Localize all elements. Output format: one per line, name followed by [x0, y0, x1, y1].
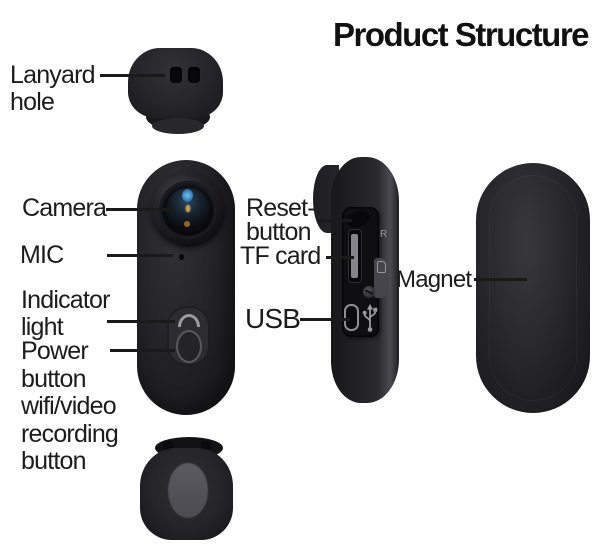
- leader-line-magnet: [474, 278, 527, 281]
- mic-label: MIC: [20, 241, 64, 269]
- back-view-body: [476, 163, 590, 413]
- usb-c-port: [344, 304, 359, 331]
- bottom-magnet-pad: [168, 463, 208, 518]
- label-line: button: [246, 218, 312, 246]
- label-line: recording: [21, 419, 119, 448]
- lanyard-hole-left: [170, 67, 182, 83]
- lens-center-glint: [186, 205, 190, 212]
- usb-label: USB: [245, 303, 301, 334]
- indicator-light-label: Indicator light: [21, 287, 110, 341]
- top-view-body: [128, 48, 223, 118]
- usb-trident-icon: [362, 303, 378, 332]
- page-title: Product Structure: [333, 16, 590, 53]
- lanyard-hole-label: Lanyard hole: [10, 61, 96, 116]
- lens-orange-glint: [184, 221, 190, 227]
- leader-line-indicator: [107, 320, 175, 323]
- leader-line-tf-card: [326, 256, 354, 259]
- label-line: Reset-: [246, 194, 316, 222]
- label-line: hole: [10, 88, 55, 116]
- reset-letter-marking: R: [380, 229, 388, 240]
- bottom-notch-left: [163, 441, 173, 450]
- sd-card-icon: [377, 261, 386, 273]
- bottom-notch-right: [201, 441, 211, 450]
- leader-line-mic: [107, 254, 173, 257]
- leader-line-camera: [106, 208, 173, 211]
- label-line: Lanyard: [10, 61, 96, 89]
- leader-line-usb: [300, 318, 350, 321]
- lens-blue-reflection: [182, 189, 193, 202]
- power-button: [176, 330, 202, 363]
- leader-line-power: [110, 349, 175, 352]
- label-line: button: [21, 447, 87, 475]
- label-line: Indicator: [21, 286, 110, 314]
- magnet-area: [489, 175, 577, 401]
- tf-card-inserted: [351, 234, 358, 278]
- mic-hole: [179, 254, 184, 260]
- tf-card-label: TF card: [240, 242, 321, 270]
- top-view-neck-lower: [152, 118, 204, 134]
- leader-line-reset: [318, 219, 352, 222]
- magnet-label: Magnet: [396, 266, 472, 293]
- label-line: button: [21, 364, 87, 393]
- camera-label: Camera: [22, 194, 107, 222]
- indicator-light: [178, 314, 200, 327]
- lanyard-hole-right: [188, 67, 200, 83]
- label-line: wifi/video: [21, 392, 117, 420]
- leader-line-lanyard: [100, 74, 165, 77]
- reset-button-label: Reset- button: [246, 194, 316, 246]
- label-line: Power: [21, 337, 89, 365]
- power-button-label: Power button wifi/video recording button: [21, 337, 119, 476]
- label-line: light: [21, 313, 64, 341]
